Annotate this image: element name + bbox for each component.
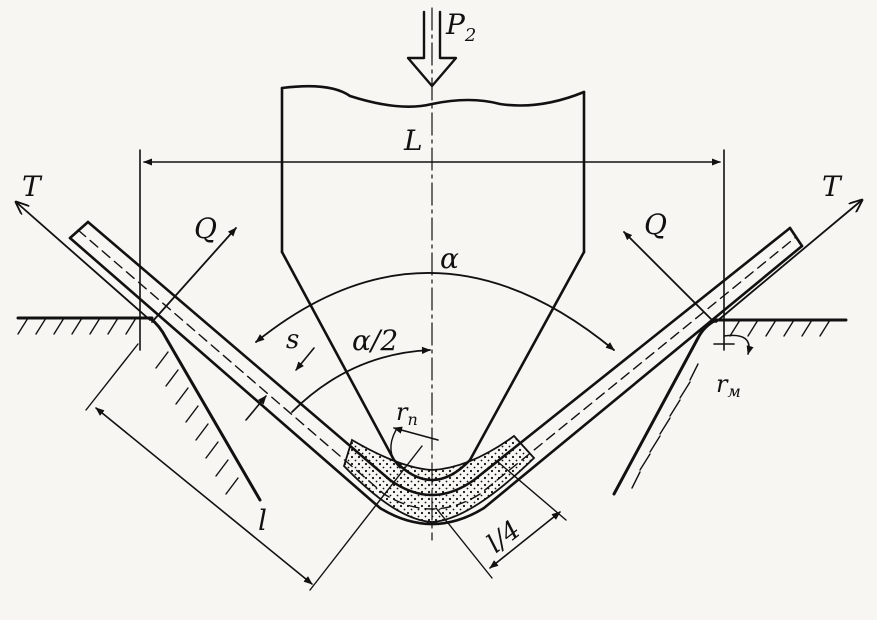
punch xyxy=(280,84,586,482)
punch-radius-arrow xyxy=(393,426,439,441)
arm-length-dimension xyxy=(85,343,423,591)
span-label: L xyxy=(403,124,423,157)
angle-label: α xyxy=(440,242,459,275)
tension-right-arrow xyxy=(715,200,862,323)
deformation-zone xyxy=(342,434,536,523)
quarter-length-dimension xyxy=(435,461,567,579)
thickness-label: s xyxy=(286,325,299,355)
die-radius-arrow xyxy=(723,334,754,355)
tension-right-label: T xyxy=(822,170,843,203)
span-dimension xyxy=(139,149,725,351)
quarter-length-label: l/4 xyxy=(482,515,527,559)
die-left xyxy=(16,316,262,502)
normal-left-arrow xyxy=(151,227,237,323)
force-label: P2 xyxy=(445,8,476,46)
normal-left-label: Q xyxy=(194,212,217,245)
punch-radius-label: rп xyxy=(396,398,418,429)
die-radius-label: rм xyxy=(716,370,741,401)
die-right xyxy=(612,318,848,496)
half-angle-arc xyxy=(291,346,431,413)
punch-radius-arc xyxy=(390,429,401,469)
angle-arc xyxy=(255,272,615,351)
normal-right-arrow xyxy=(623,231,715,323)
tension-left-arrow xyxy=(16,202,151,321)
arm-length-label: l xyxy=(258,504,267,537)
tension-left-label: T xyxy=(22,170,43,203)
force-arrow xyxy=(406,10,458,88)
thickness-dimension xyxy=(245,347,315,421)
half-angle-label: α/2 xyxy=(352,324,398,357)
normal-right-label: Q xyxy=(644,208,667,241)
